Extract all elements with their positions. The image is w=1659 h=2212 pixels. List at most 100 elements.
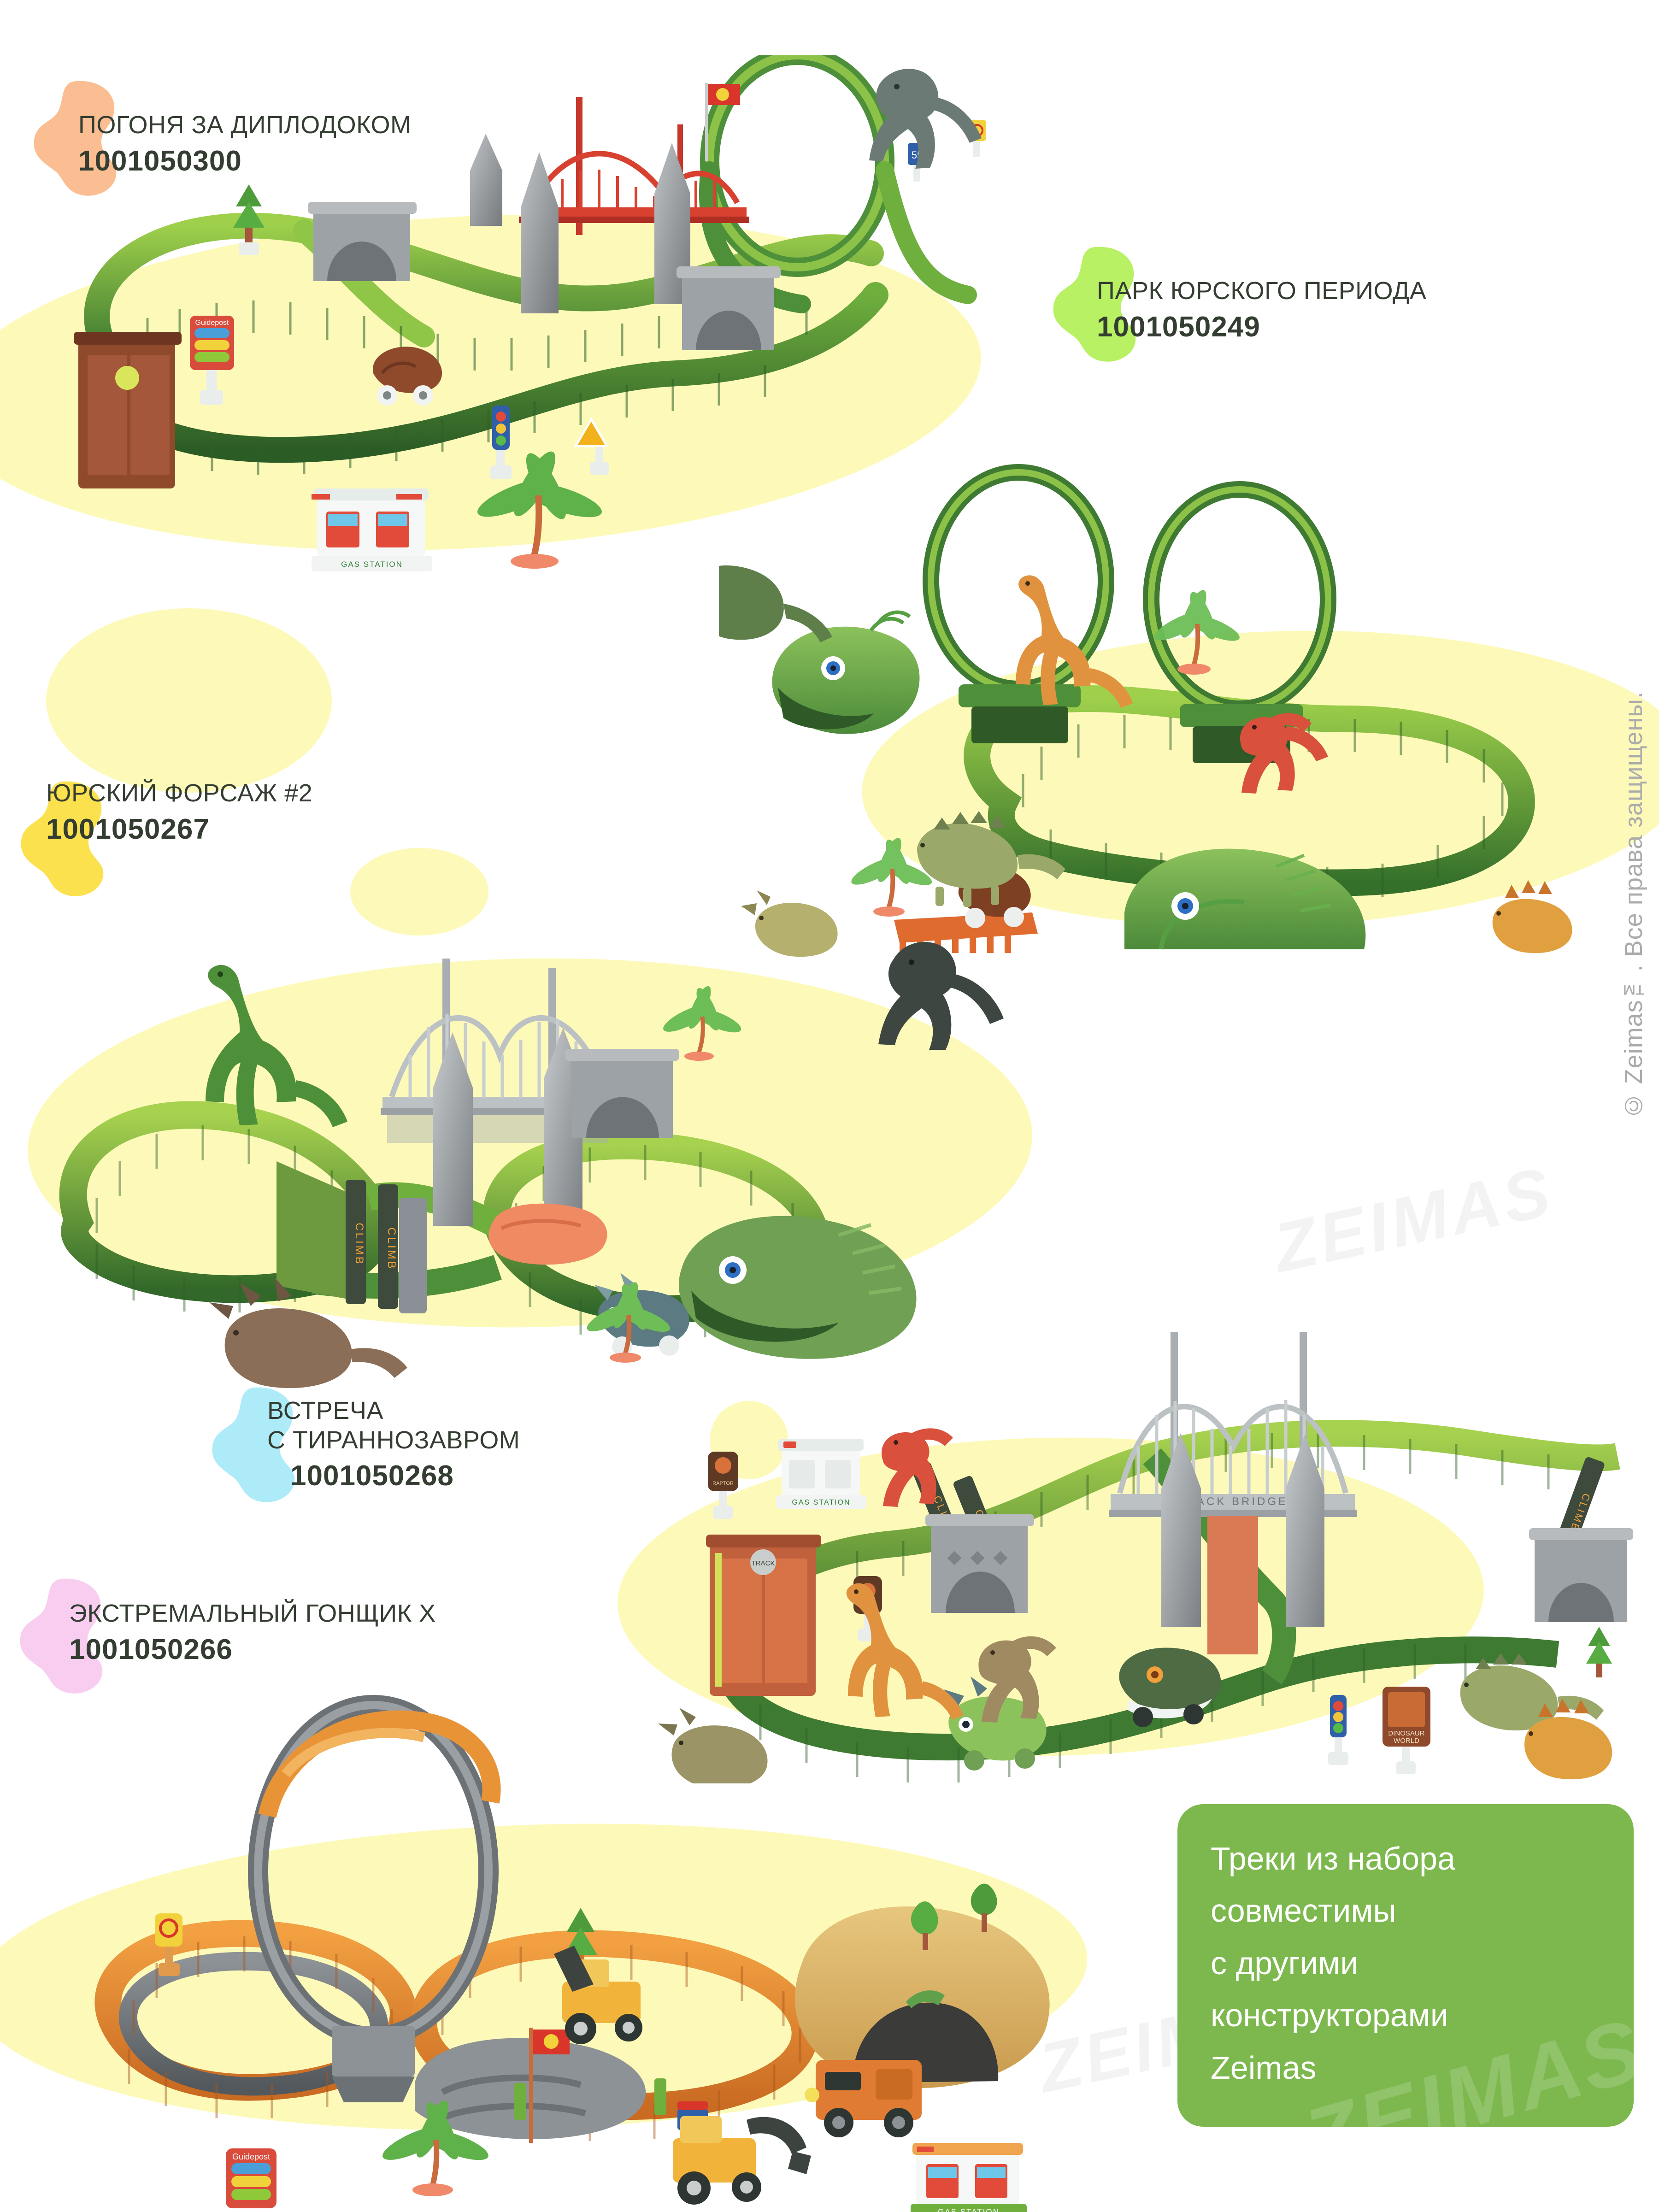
dinosaur-world-line2: WORLD xyxy=(1394,1737,1419,1745)
gas-station-sign-text-5: GAS STATION xyxy=(938,2207,1000,2212)
product-title-1: ПОГОНЯ ЗА ДИПЛОДОКОМ xyxy=(78,111,412,139)
recycle-flag-5 xyxy=(529,2028,570,2143)
product-label-1: ПОГОНЯ ЗА ДИПЛОДОКОМ 1001050300 xyxy=(78,111,412,177)
green-dino-figure-2 xyxy=(719,565,832,642)
product-title-2: ПАРК ЮРСКОГО ПЕРИОДА xyxy=(1097,277,1427,305)
sand-backdrop-6 xyxy=(46,608,332,793)
product-artwork-5: Guidepost 55 xyxy=(94,1695,1050,2212)
triceratops-figure-3 xyxy=(209,1277,407,1388)
rock-tunnel-5 xyxy=(795,1906,1050,2088)
raptor-figure-4 xyxy=(882,1428,953,1507)
no-smoking-sign-5 xyxy=(155,1913,182,1976)
compatibility-card: Треки из набора совместимы с другими кон… xyxy=(1177,1804,1634,2127)
stegosaurus-figure-2 xyxy=(1492,880,1572,953)
bulldozer-5 xyxy=(554,1946,642,2044)
yellow-blob xyxy=(18,779,115,899)
raptor-sign-label: RAPTOR xyxy=(712,1481,734,1486)
spinosaurus-figure-2 xyxy=(1240,713,1328,794)
palm-tree-3b xyxy=(663,986,741,1061)
product-artwork-3: CLIMB CLIMB xyxy=(59,942,1004,1388)
flag-1 xyxy=(705,83,740,161)
product-sku-5: 1001050266 xyxy=(69,1633,233,1665)
dino-head-tunnel-right xyxy=(1124,848,1366,950)
tunnel-4b xyxy=(1529,1528,1633,1622)
product-label-3: ЮРСКИЙ ФОРСАЖ #2 1001050267 xyxy=(46,779,312,846)
tunnel-right xyxy=(677,266,781,350)
orange-slide-4 xyxy=(1207,1516,1258,1654)
palm-tree-1 xyxy=(477,451,602,569)
blue-blob xyxy=(210,1385,306,1505)
product-artwork-1: GAS STATION Guidepost xyxy=(74,55,986,571)
t-rex-car-4 xyxy=(1119,1647,1221,1727)
traffic-light-4 xyxy=(1328,1695,1348,1765)
gas-station-5: GAS STATION xyxy=(911,2143,1027,2212)
loop-ring-5 xyxy=(248,1695,501,2102)
traffic-light-1 xyxy=(490,406,512,479)
t-rex-figure-3 xyxy=(878,942,1004,1050)
warning-sign-1 xyxy=(573,417,609,475)
triceratops-figure-2 xyxy=(741,890,838,957)
sand-backdrop-7 xyxy=(350,848,488,935)
barn-gate xyxy=(74,332,182,488)
product-sku-4: 1001050268 xyxy=(290,1460,454,1492)
raptor-sign-4: RAPTOR xyxy=(708,1452,738,1519)
pink-blob xyxy=(18,1576,114,1696)
tunnel-4a xyxy=(925,1514,1034,1613)
tunnel-left xyxy=(308,202,417,281)
pine-tree-1 xyxy=(233,184,265,255)
rock-pillars-4 xyxy=(1161,1433,1324,1627)
palm-tree-3 xyxy=(587,1282,671,1363)
product-title-3: ЮРСКИЙ ФОРСАЖ #2 xyxy=(46,779,313,807)
product-label-4: ВСТРЕЧА С ТИРАННОЗАВРОМ 1001050268 xyxy=(267,1396,520,1492)
copyright-notice: © Zeimas™. Все права защищены. xyxy=(1620,691,1647,1120)
tunnel-3 xyxy=(565,1049,679,1138)
t-rex-head-tunnel-3 xyxy=(678,1216,917,1359)
photo-watermark-1: ZEIMAS xyxy=(1267,1152,1560,1287)
palm-tree-2 xyxy=(1153,590,1240,675)
palm-tree-2b xyxy=(851,838,932,917)
dinosaur-world-line1: DINOSAUR xyxy=(1388,1730,1424,1737)
product-sku-3: 1001050267 xyxy=(46,813,210,845)
gas-station-sign-text-1: GAS STATION xyxy=(341,560,403,569)
climb-label-3a: CLIMB xyxy=(353,1223,365,1265)
brachiosaurus-figure-2 xyxy=(1016,575,1133,708)
guidepost-label-1: Guidepost xyxy=(195,319,229,327)
barrier-posts-5 xyxy=(514,2078,666,2120)
climb-ramp-3: CLIMB CLIMB xyxy=(276,1161,427,1313)
spinosaurus-figure-4 xyxy=(978,1636,1056,1723)
peach-blob xyxy=(31,78,128,198)
guidepost-sign-1: Guidepost xyxy=(190,316,234,405)
excavator-5 xyxy=(673,2116,811,2205)
gas-station-1: GAS STATION xyxy=(312,488,432,571)
product-title-5: ЭКСТРЕМАЛЬНЫЙ ГОНЩИК X xyxy=(69,1600,436,1627)
dino-car-1 xyxy=(373,347,442,406)
palm-tree-5 xyxy=(382,2100,488,2196)
product-sku-2: 1001050249 xyxy=(1097,311,1260,343)
tree-sign-4 xyxy=(1586,1627,1612,1677)
pine-tree-5b xyxy=(971,1883,997,1932)
product-artwork-4: CLIMB CLIMB CLIMB xyxy=(658,1332,1633,1783)
guidepost-label-5: Guidepost xyxy=(232,2152,270,2161)
lime-blob xyxy=(1051,244,1147,364)
t-rex-figure-1 xyxy=(869,69,982,169)
track-gate-label: TRACK xyxy=(752,1559,775,1567)
dinosaur-world-sign-4: DINOSAUR WORLD xyxy=(1382,1687,1430,1774)
product-artwork-2 xyxy=(719,464,1572,957)
orange-truck-5 xyxy=(805,2060,922,2137)
ankylosaurus-figure-2 xyxy=(917,811,1065,907)
triceratops-car-4 xyxy=(944,1677,1047,1771)
orange-crossing-3 xyxy=(488,1203,607,1265)
brachiosaurus-figure-3 xyxy=(206,965,347,1127)
compatibility-card-text: Треки из набора совместимы с другими кон… xyxy=(1211,1841,1455,2086)
triceratops-figure-4 xyxy=(658,1708,768,1783)
product-sku-1: 1001050300 xyxy=(78,145,242,177)
gas-station-4: GAS STATION xyxy=(776,1439,866,1509)
gas-station-sign-text-4: GAS STATION xyxy=(792,1499,850,1506)
climb-label-3b: CLIMB xyxy=(385,1227,398,1270)
dino-head-tunnel-left xyxy=(772,610,920,734)
stegosaurus-figure-4 xyxy=(1524,1699,1612,1780)
product-title-4: ВСТРЕЧА С ТИРАННОЗАВРОМ xyxy=(267,1397,520,1454)
guidepost-sign-5: Guidepost xyxy=(226,2148,276,2208)
brachiosaurus-figure-4 xyxy=(846,1583,963,1720)
